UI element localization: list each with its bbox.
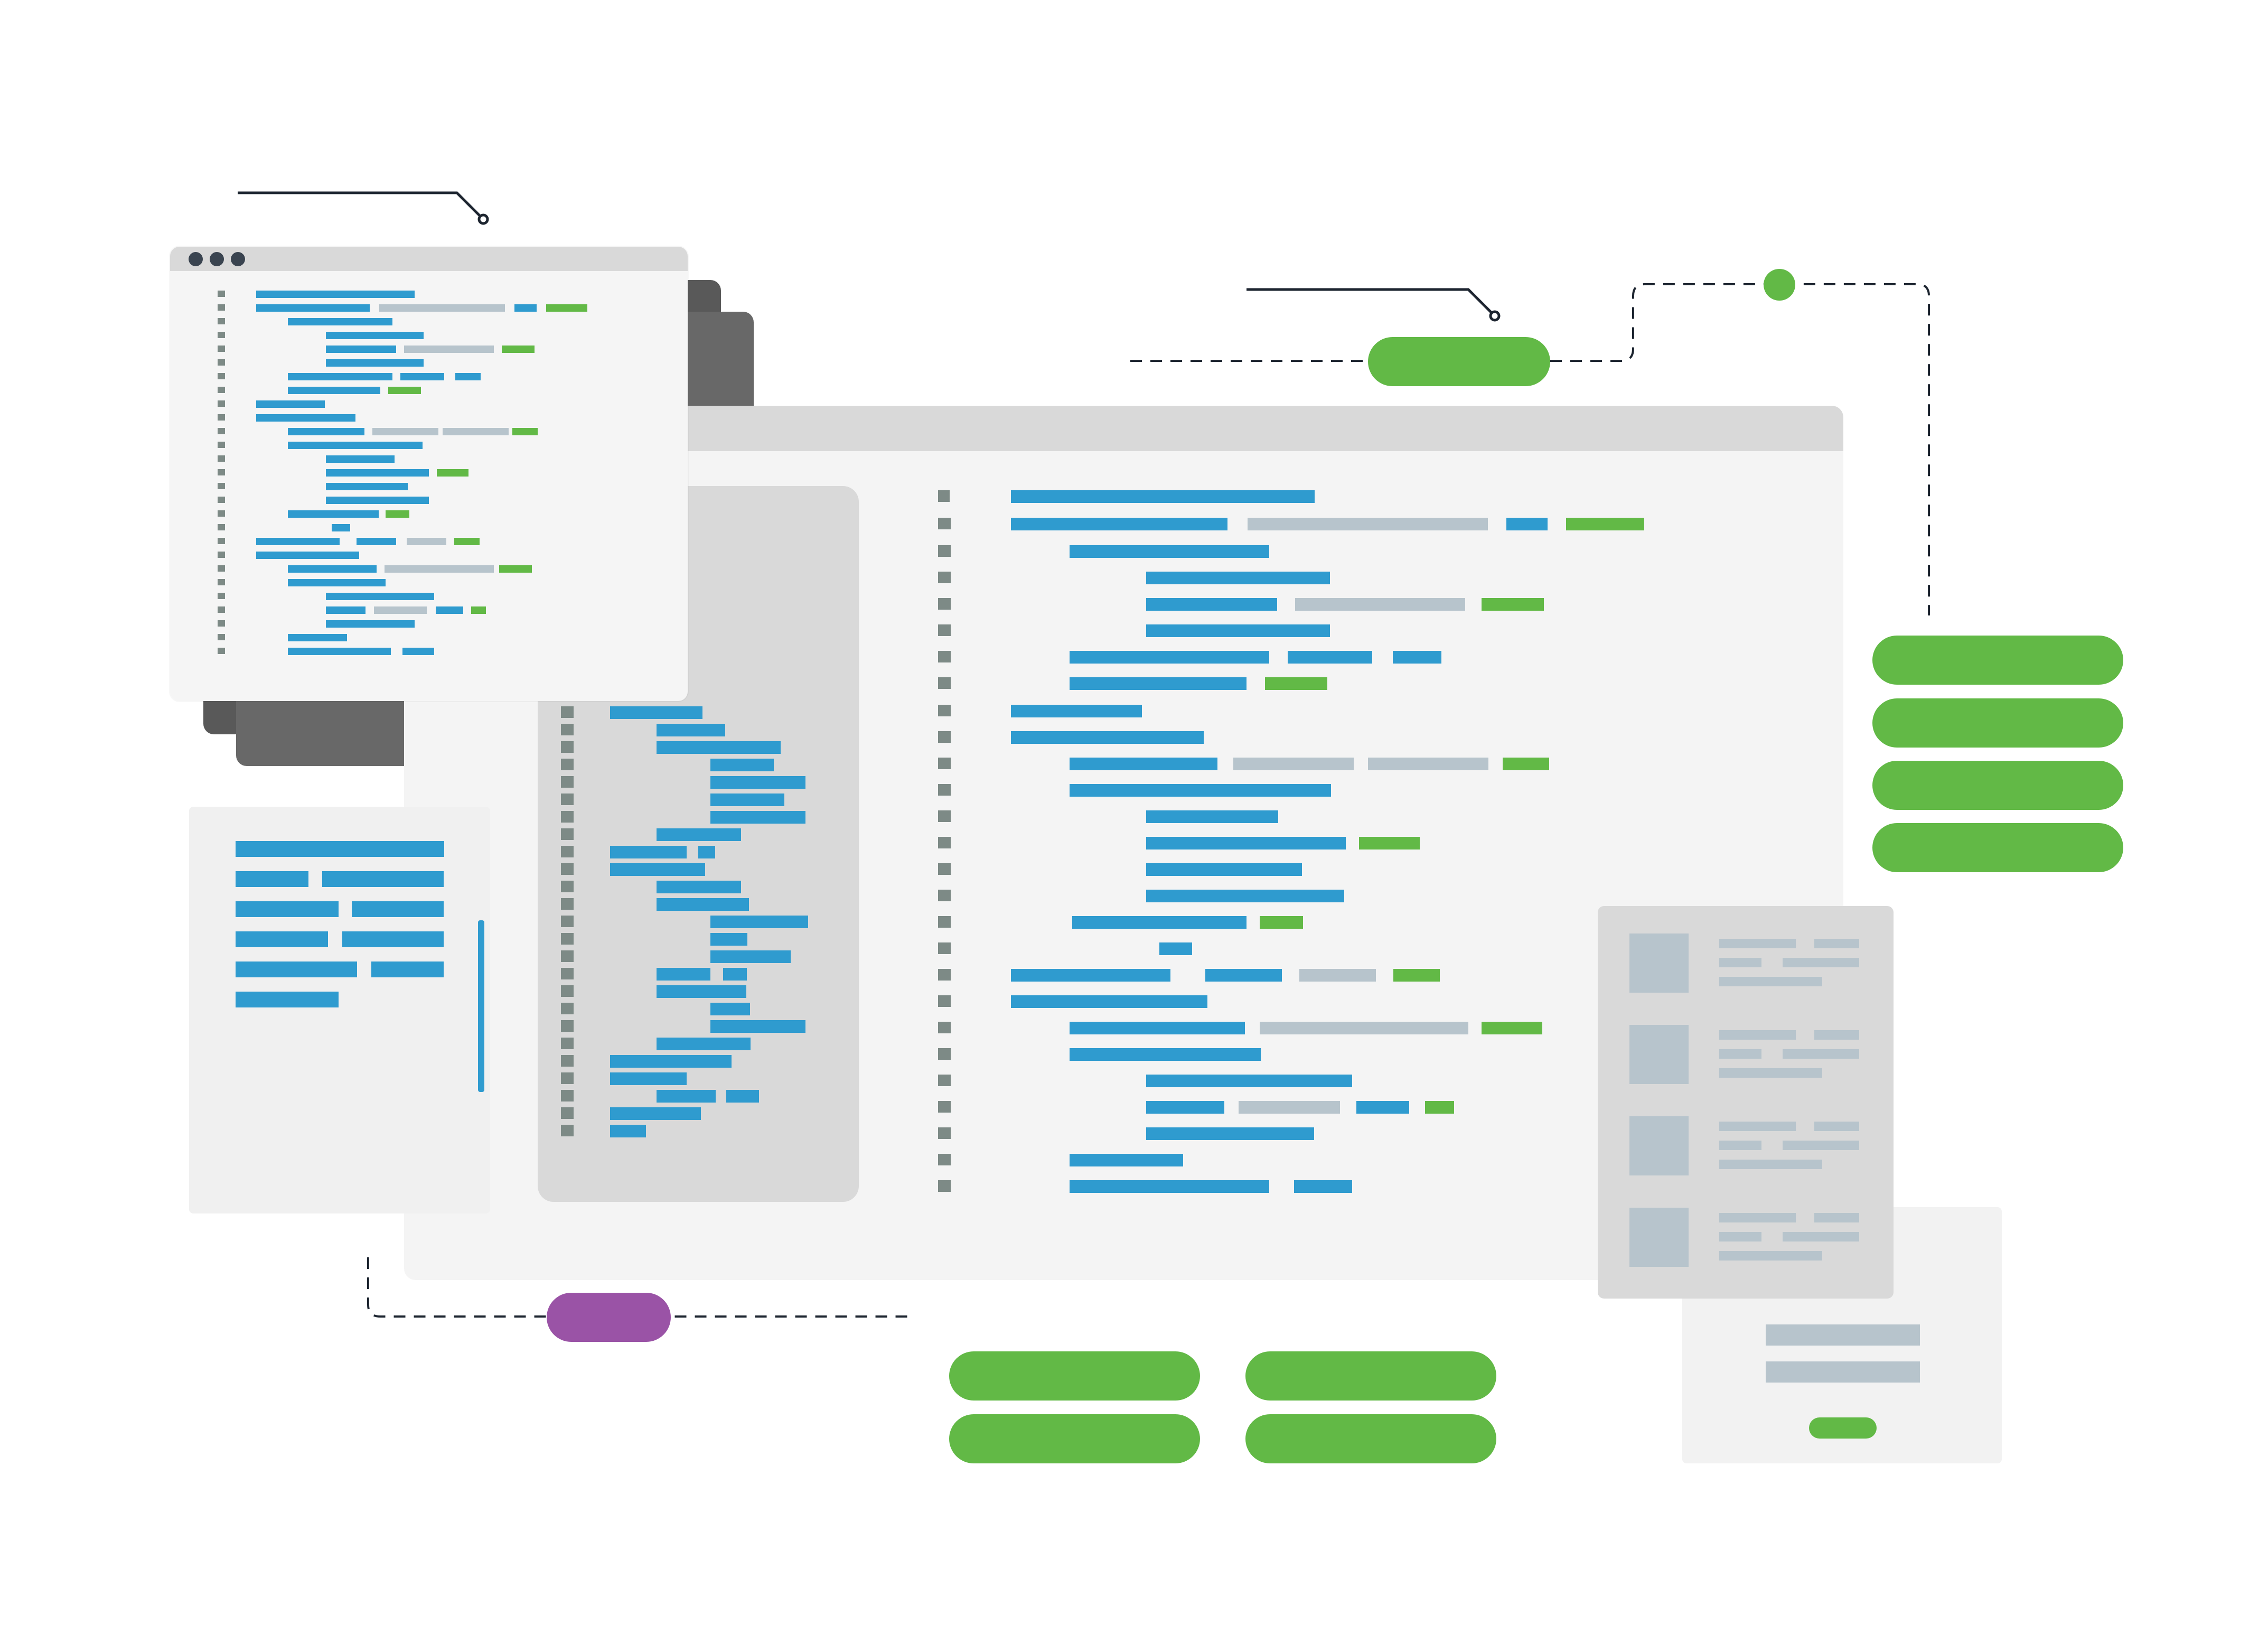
dot-icon	[231, 252, 245, 266]
profile-action-pill[interactable]	[1809, 1417, 1877, 1439]
scrollbar[interactable]	[478, 920, 484, 1092]
dot-icon	[210, 252, 224, 266]
text-card	[189, 807, 490, 1213]
status-pill	[1368, 337, 1550, 386]
list-card	[1598, 906, 1894, 1299]
small-window-title-bar	[170, 247, 688, 271]
dot-icon	[189, 252, 203, 266]
small-code-window	[170, 247, 688, 701]
purple-pill	[547, 1293, 671, 1342]
connector-node	[1764, 269, 1795, 301]
